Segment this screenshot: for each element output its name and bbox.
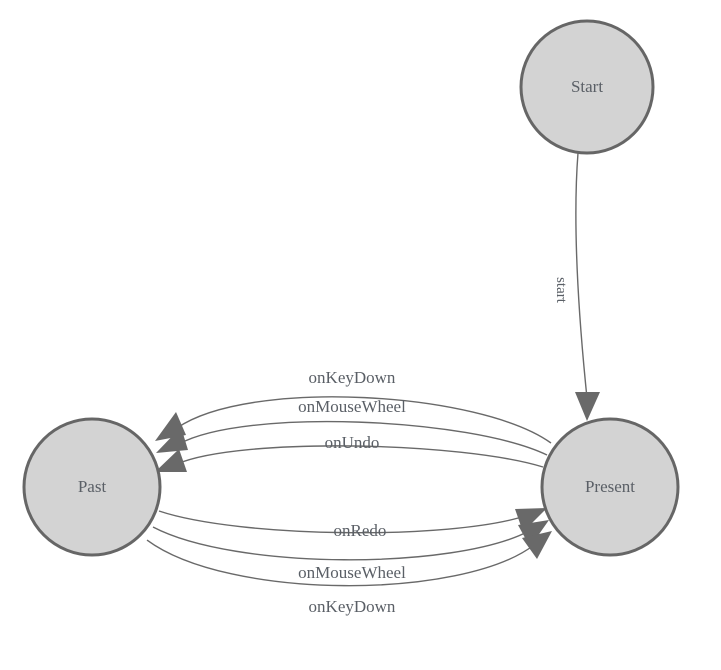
edge-on-mouse-wheel-to-present[interactable]: onMouseWheel xyxy=(152,520,549,582)
edge-on-redo[interactable]: onRedo xyxy=(158,508,547,540)
edge-on-mouse-wheel-to-present-arrowhead xyxy=(518,520,549,547)
node-start[interactable]: Start xyxy=(519,19,655,155)
edge-on-key-down-to-past-path xyxy=(176,396,552,444)
edge-on-mouse-wheel-to-past-label: onMouseWheel xyxy=(298,397,406,416)
edge-start[interactable]: start xyxy=(553,152,600,421)
edge-on-undo[interactable]: onUndo xyxy=(155,433,544,472)
edge-on-undo-path xyxy=(176,445,544,468)
node-start-circle xyxy=(519,19,655,155)
node-past-circle xyxy=(22,417,162,557)
edge-on-undo-arrowhead xyxy=(155,449,187,472)
edge-on-key-down-to-present-arrowhead xyxy=(522,531,552,559)
edge-on-key-down-to-present[interactable]: onKeyDown xyxy=(146,531,552,616)
edge-on-mouse-wheel-to-present-path xyxy=(152,526,530,561)
edge-start-arrowhead xyxy=(575,392,600,421)
edge-on-mouse-wheel-to-present-label: onMouseWheel xyxy=(298,563,406,582)
edge-on-key-down-to-present-path xyxy=(146,539,535,587)
edge-on-redo-path xyxy=(158,510,526,534)
edge-on-mouse-wheel-to-past-path xyxy=(178,420,548,456)
node-start-label: Start xyxy=(571,77,603,96)
edge-on-mouse-wheel-to-past-arrowhead xyxy=(156,427,188,453)
node-present[interactable]: Present xyxy=(540,417,680,557)
node-past-label: Past xyxy=(78,477,107,496)
edge-on-key-down-to-past-label: onKeyDown xyxy=(309,368,396,387)
node-past[interactable]: Past xyxy=(22,417,162,557)
edge-start-label: start xyxy=(553,277,569,304)
node-present-label: Present xyxy=(585,477,635,496)
edge-on-undo-label: onUndo xyxy=(325,433,380,452)
node-present-circle xyxy=(540,417,680,557)
edge-start-path xyxy=(575,152,588,399)
edge-on-mouse-wheel-to-past[interactable]: onMouseWheel xyxy=(156,397,548,456)
edge-on-key-down-to-present-label: onKeyDown xyxy=(309,597,396,616)
edge-on-redo-label: onRedo xyxy=(334,521,387,540)
